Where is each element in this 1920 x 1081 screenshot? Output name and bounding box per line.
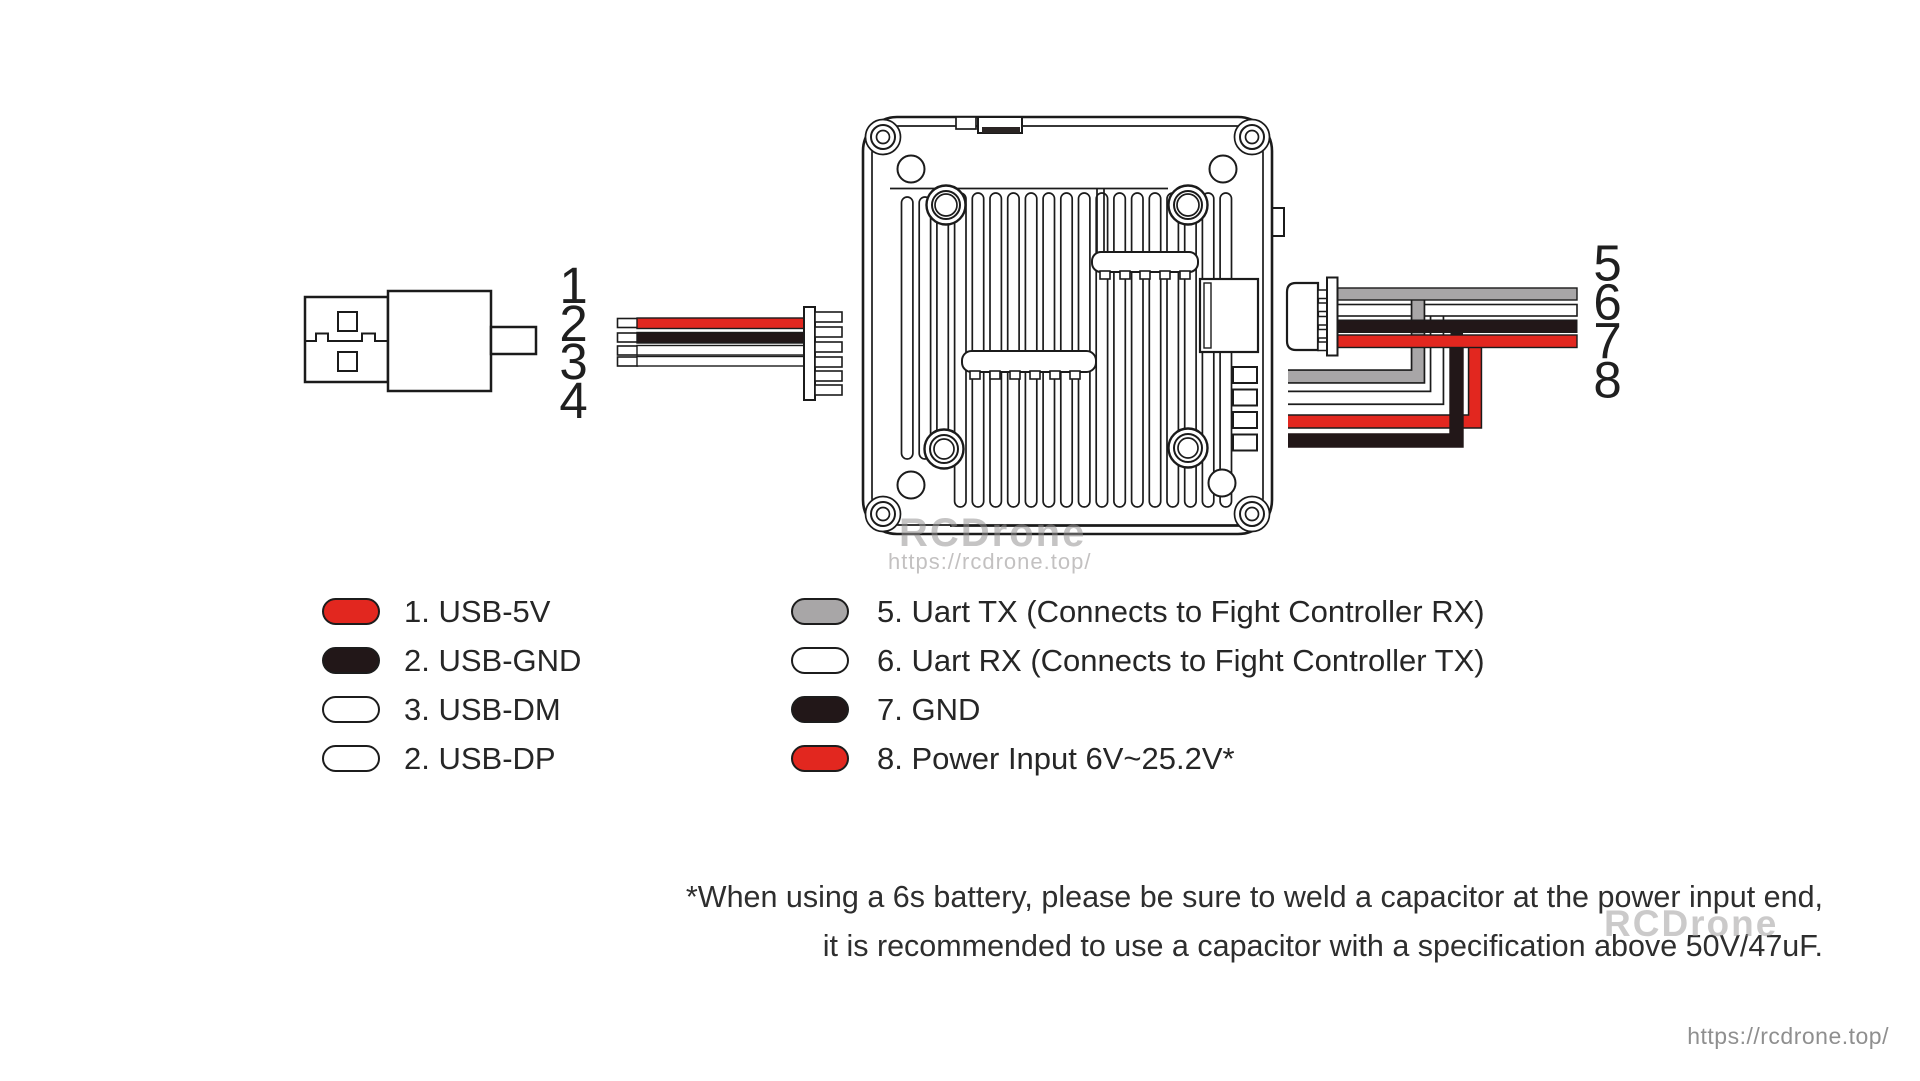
legend-item-usb-5v: 1. USB-5V [322, 587, 581, 636]
legend-item-uart-rx: 6. Uart RX (Connects to Fight Controller… [791, 636, 1485, 685]
power-wire [1288, 337, 1481, 428]
legend-label: 3. USB-DM [404, 691, 561, 727]
usb-wire-5v [636, 317, 806, 330]
usb-pin-number-4: 4 [559, 372, 588, 429]
usb-wire-dm [636, 344, 806, 356]
footnote-line-1: *When using a 6s battery, please be sure… [685, 880, 1823, 914]
gnd-wire-top [1336, 319, 1578, 333]
legend-label: 1. USB-5V [404, 593, 551, 629]
usb-plug-drawing [303, 289, 538, 393]
usb-cable-connector [803, 306, 843, 401]
uart-socket [1198, 277, 1260, 354]
usb-pin-number-3: 3 [559, 333, 588, 390]
uart-solder-pads [1232, 366, 1258, 452]
corner-screws [864, 118, 1271, 533]
usb-wire-dp [636, 355, 806, 367]
legend-usb: 1. USB-5V 2. USB-GND 3. USB-DM 2. USB-DP [322, 587, 581, 783]
legend-item-uart-tx: 5. Uart TX (Connects to Fight Controller… [791, 587, 1485, 636]
clamp-bar-upper [1091, 251, 1199, 280]
usb-stub [489, 325, 538, 356]
uart-pin-number-8: 8 [1593, 352, 1622, 409]
uart-plug-connector [1285, 276, 1339, 357]
legend-item-gnd: 7. GND [791, 685, 1485, 734]
legend-label: 7. GND [877, 691, 981, 727]
legend-item-usb-dp: 2. USB-DP [322, 734, 581, 783]
gnd-wire-bottom [1288, 348, 1464, 448]
wire-swatch-white [322, 745, 380, 772]
legend-label: 6. Uart RX (Connects to Fight Controller… [877, 642, 1485, 678]
usb-cable-wires [616, 317, 806, 367]
footnote-line-2: it is recommended to use a capacitor wit… [822, 929, 1823, 963]
usb-pin-number-1: 1 [559, 257, 588, 314]
wire-swatch-red [322, 598, 380, 625]
uart-tx-wire [1288, 290, 1424, 383]
usb-pin-number-2: 2 [559, 295, 588, 352]
usb-wire-gnd [636, 331, 806, 344]
legend-label: 5. Uart TX (Connects to Fight Controller… [877, 593, 1485, 629]
usb-shell-notch [305, 332, 388, 342]
wire-swatch-white [791, 647, 849, 674]
usb-body [386, 289, 493, 393]
top-tab [955, 116, 1023, 134]
legend-item-usb-dm: 3. USB-DM [322, 685, 581, 734]
standoff-rings [923, 184, 1209, 470]
legend-label: 2. USB-GND [404, 642, 582, 678]
wire-swatch-red [791, 745, 849, 772]
legend-label: 2. USB-DP [404, 740, 556, 776]
clamp-bar-lower [961, 350, 1097, 380]
uart-pin-number-5: 5 [1593, 235, 1622, 292]
wire-swatch-black [791, 696, 849, 723]
mount-circles [896, 154, 1238, 500]
wire-swatch-gray [791, 598, 849, 625]
legend-item-power-input: 8. Power Input 6V~25.2V* [791, 734, 1485, 783]
legend-label: 8. Power Input 6V~25.2V* [877, 740, 1235, 776]
wire-swatch-black [322, 647, 380, 674]
legend-uart: 5. Uart TX (Connects to Fight Controller… [791, 587, 1485, 783]
device-drawing [861, 115, 1285, 536]
capacitor-footnote: *When using a 6s battery, please be sure… [0, 873, 1823, 971]
uart-pin-number-6: 6 [1593, 274, 1622, 331]
wire-swatch-white [322, 696, 380, 723]
legend-item-usb-gnd: 2. USB-GND [322, 636, 581, 685]
uart-pin-number-7: 7 [1593, 313, 1622, 370]
uart-wires [1288, 287, 1578, 448]
clamp-bracket-stem [1096, 189, 1105, 253]
